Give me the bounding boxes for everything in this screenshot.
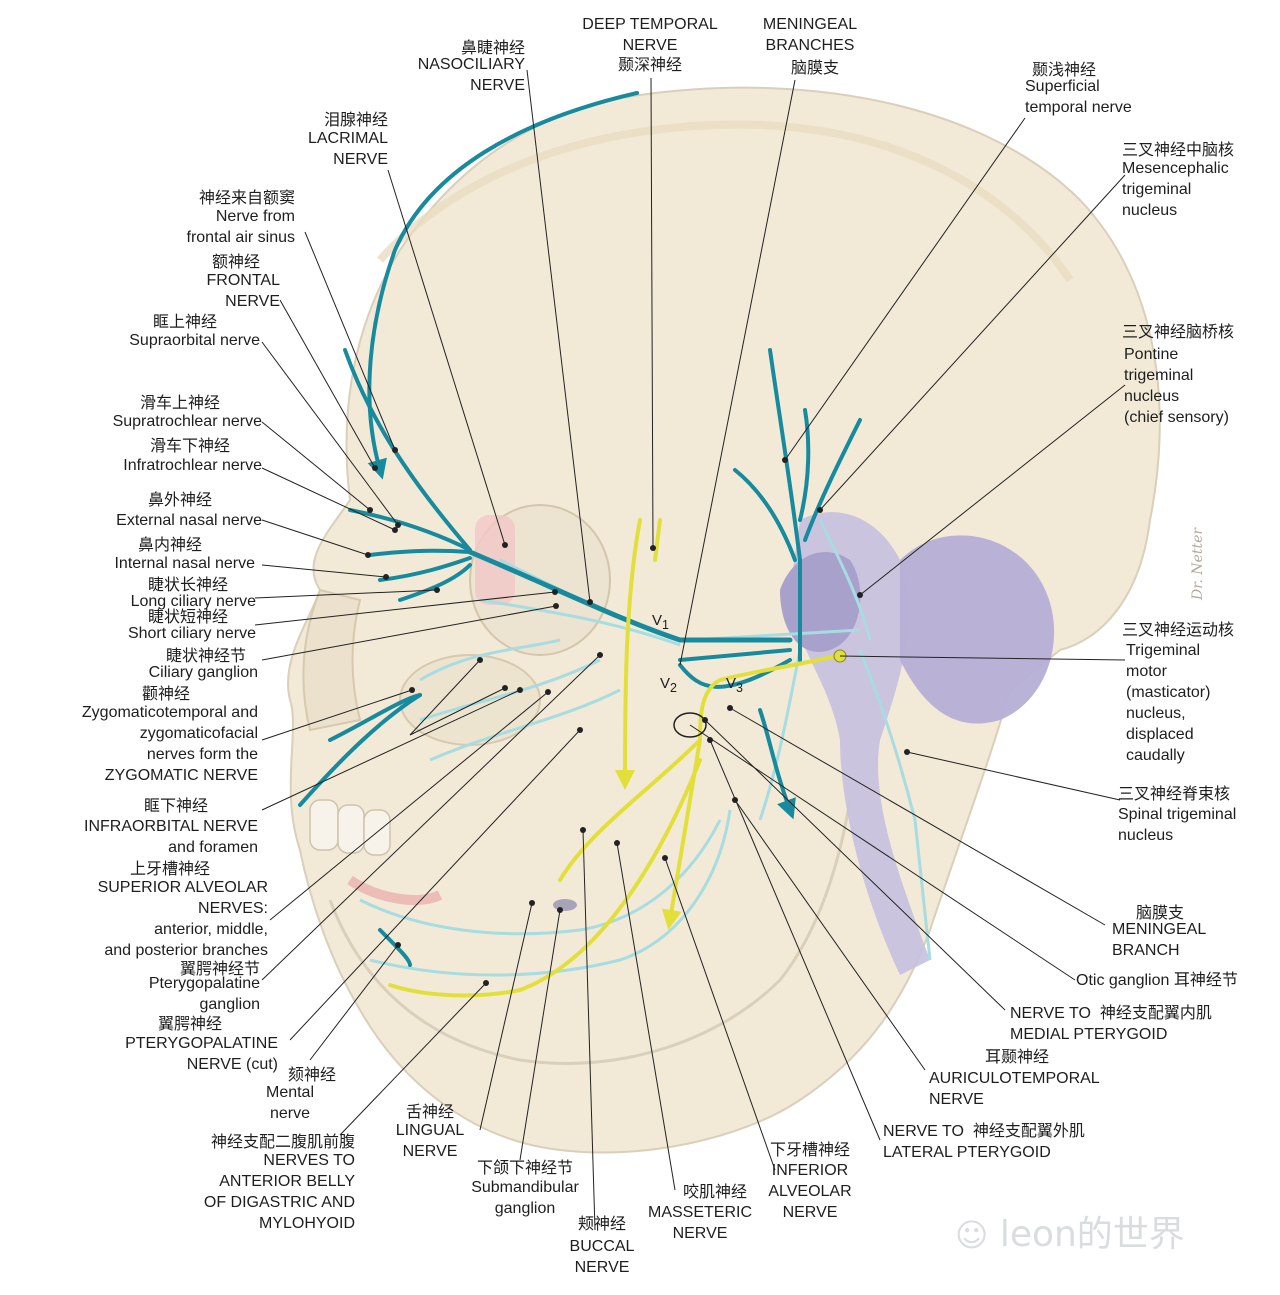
nasal-region [302,588,362,732]
lingual-label: LINGUAL NERVE [395,1122,465,1160]
buccal-label: BUCCAL NERVE [569,1238,635,1276]
trigeminal-ganglion-marker [673,712,707,738]
motor-nucleus-cn-label: 三叉神经运动核 [1122,622,1235,639]
motor-nucleus-label: Trigeminal motor (masticator) nucleus, d… [1126,642,1211,764]
wechat-icon: ☺ [955,1216,989,1254]
external-nasal-cn-label: 鼻外神经 [147,492,212,509]
superficial-temporal-label: Superficial temporal nerve [1025,78,1132,116]
auriculotemporal-cn-label: 耳颞神经 [985,1049,1050,1066]
mesencephalic-label: Mesencephalic trigeminal nucleus [1122,160,1229,219]
leader-lines [254,69,1126,1231]
cranium-shade [377,120,1074,283]
frontal-cn-label: 额神经 [211,254,260,271]
internal-nasal-cn-label: 鼻内神经 [137,537,202,554]
masseteric-cn-label: 咬肌神经 [682,1184,747,1201]
infraorbital-cn-label: 眶下神经 [143,798,208,815]
ciliary-ganglion-label: Ciliary ganglion [148,664,258,681]
supratrochlear-label: Supratrochlear nerve [112,413,262,430]
infratrochlear-label: Infratrochlear nerve [123,457,262,474]
lateral-pterygoid-label: NERVE TO 神经支配翼外肌 LATERAL PTERYGOID [883,1123,1085,1161]
supratrochlear-cn-label: 滑车上神经 [139,395,220,412]
lacrimal-label: LACRIMAL NERVE [307,130,388,168]
zygomatic-cn-label: 颧神经 [141,686,190,703]
lacrimal-cn-label: 泪腺神经 [323,112,388,129]
medial-pterygoid-label: NERVE TO 神经支配翼内肌 MEDIAL PTERYGOID [1010,1005,1212,1043]
teeth [309,799,391,856]
artist-signature: Dr. Netter [1190,527,1206,600]
frontal-label: FRONTAL NERVE [206,272,280,310]
digastric-label: NERVES TO ANTERIOR BELLY OF DIGASTRIC AN… [203,1152,355,1232]
meningeal-branch-cn-label: 脑膜支 [1135,905,1184,922]
head-silhouette [287,86,1161,1154]
submandibular-cn-label: 下颌下神经节 [476,1160,573,1177]
superior-alveolar-label: SUPERIOR ALVEOLAR NERVES: anterior, midd… [97,879,268,959]
ciliary-ganglion-cn-label: 睫状神经节 [165,648,246,665]
supraorbital-label: Supraorbital nerve [129,332,260,349]
nasociliary-label: NASOCILIARY NERVE [417,56,525,94]
inferior-alveolar-label: INFERIOR ALVEOLAR NERVE [768,1162,852,1221]
mandible [328,799,852,1065]
mental-cn-label: 颏神经 [287,1067,336,1084]
external-nasal-label: External nasal nerve [116,512,262,529]
pterygopalatine-nerve-label: PTERYGOPALATINE NERVE (cut) [125,1035,278,1073]
meningeal-branch-label: MENINGEAL BRANCH [1112,921,1207,959]
v1-label: V1 [652,612,669,632]
mental-label: Mental nerve [265,1084,315,1122]
long-ciliary-label: Long ciliary nerve [130,593,256,610]
spinal-nucleus-cn-label: 三叉神经脊束核 [1118,786,1231,803]
otic-ganglion-label: Otic ganglion 耳神经节 [1076,972,1238,989]
auriculotemporal-label: AURICULOTEMPORAL NERVE [929,1070,1100,1108]
pontine-label: Pontine trigeminal nucleus (chief sensor… [1124,346,1229,426]
meningeal-branches-cn-label: 脑膜支 [790,60,839,77]
nasociliary-cn-label: 鼻睫神经 [460,40,525,57]
long-ciliary-cn-label: 睫状长神经 [147,577,228,594]
masseteric-label: MASSETERIC NERVE [647,1204,752,1242]
infratrochlear-cn-label: 滑车下神经 [149,438,230,455]
supraorbital-cn-label: 眶上神经 [152,314,217,331]
pontine-cn-label: 三叉神经脑桥核 [1122,324,1235,341]
short-ciliary-label: Short ciliary nerve [127,625,256,642]
spinal-nucleus-label: Spinal trigeminal nucleus [1118,806,1237,844]
submandibular-label: Submandibular ganglion [471,1179,579,1217]
deep-temporal-cn-label: 颞深神经 [617,57,682,74]
pterygopalatine-nerve-cn-label: 翼腭神经 [157,1016,222,1033]
pterygopalatine-ganglion-cn-label: 翼腭神经节 [179,961,260,978]
submandibular-ganglion-shape [553,899,577,911]
lip [347,875,443,905]
buccal-cn-label: 颊神经 [577,1216,626,1233]
infraorbital-label: INFRAORBITAL NERVE and foramen [84,818,258,856]
lingual-cn-label: 舌神经 [405,1104,454,1121]
frontal-sinus-cn-label: 神经来自额窦 [198,190,295,207]
meningeal-branches-label: MENINGEAL BRANCHES [762,16,858,54]
short-ciliary-cn-label: 睫状短神经 [147,609,228,626]
v3-label: V3 [726,675,743,695]
v2-label: V2 [660,675,677,695]
inferior-alveolar-cn-label: 下牙槽神经 [769,1142,850,1159]
internal-nasal-label: Internal nasal nerve [114,555,255,572]
digastric-cn-label: 神经支配二腹肌前腹 [210,1134,355,1151]
superior-alveolar-cn-label: 上牙槽神经 [129,861,210,878]
superficial-temporal-cn-label: 颞浅神经 [1032,62,1097,79]
zygomatic-label: Zygomaticotemporal and zygomaticofacial … [81,704,258,784]
leader-dots [365,447,910,986]
mesencephalic-cn-label: 三叉神经中脑核 [1122,142,1235,159]
zygomatic-bone [399,654,541,746]
frontal-sinus-label: Nerve from frontal air sinus [186,208,296,246]
deep-temporal-label: DEEP TEMPORAL NERVE [582,16,718,54]
pterygopalatine-ganglion-label: Pterygopalatine ganglion [148,975,260,1013]
watermark: ☺ leon的世界 [955,1214,1185,1255]
